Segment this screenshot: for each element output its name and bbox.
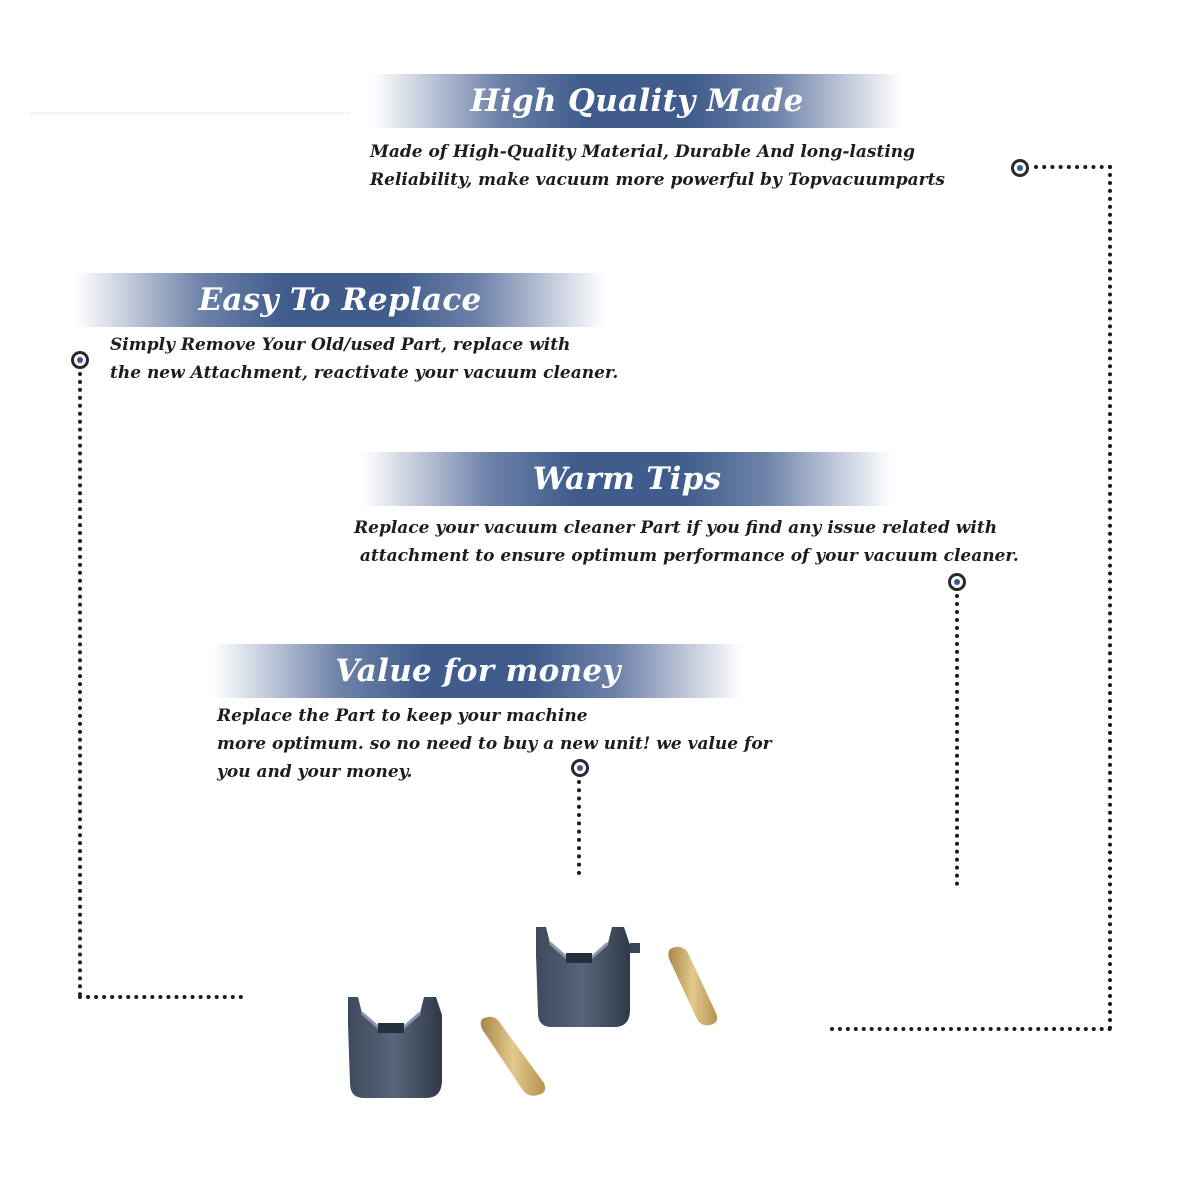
high-quality-line-1: Made of High-Quality Material, Durable A… [370, 142, 916, 162]
marker-dot-icon [571, 759, 589, 777]
brush-holder-left [348, 997, 442, 1098]
marker-dot-icon [71, 351, 89, 369]
easy-replace-description: Simply Remove Your Old/used Part, replac… [110, 331, 618, 387]
value-money-title: Value for money [335, 653, 621, 689]
warm-tips-line-2: attachment to ensure optimum performance… [354, 546, 1019, 566]
value-money-line-2: more optimum. so no need to buy a new un… [217, 734, 772, 754]
high-quality-description: Made of High-Quality Material, Durable A… [370, 138, 945, 194]
value-money-line-3: you and your money. [217, 762, 413, 782]
high-quality-title: High Quality Made [470, 83, 804, 119]
brass-spring-left [480, 1016, 546, 1096]
marker-dot-icon [1011, 159, 1029, 177]
warm-tips-banner: Warm Tips [362, 452, 892, 506]
decorative-rule [30, 112, 350, 114]
warm-tips-line-1: Replace your vacuum cleaner Part if you … [354, 518, 998, 538]
marker-dot-icon [948, 573, 966, 591]
dotted-connector [78, 372, 82, 997]
dotted-connector [1034, 165, 1112, 169]
dotted-connector [577, 780, 581, 875]
high-quality-line-2: Reliability, make vacuum more powerful b… [370, 170, 946, 190]
warm-tips-title: Warm Tips [532, 461, 722, 497]
value-money-description: Replace the Part to keep your machine mo… [217, 702, 772, 786]
value-money-banner: Value for money [213, 644, 743, 698]
easy-replace-banner: Easy To Replace [75, 273, 605, 327]
value-money-line-1: Replace the Part to keep your machine [217, 706, 588, 726]
easy-replace-line-2: the new Attachment, reactivate your vacu… [110, 363, 619, 383]
dotted-connector [955, 594, 959, 886]
dotted-connector [830, 1027, 1112, 1031]
dotted-connector [1108, 165, 1112, 1031]
dotted-connector [78, 995, 243, 999]
brush-holder-right [536, 927, 640, 1027]
brass-spring-right [668, 946, 718, 1026]
easy-replace-line-1: Simply Remove Your Old/used Part, replac… [110, 335, 571, 355]
warm-tips-description: Replace your vacuum cleaner Part if you … [354, 514, 1019, 570]
vacuum-brush-parts-photo [348, 927, 718, 1098]
easy-replace-title: Easy To Replace [198, 282, 482, 318]
high-quality-banner: High Quality Made [372, 74, 902, 128]
